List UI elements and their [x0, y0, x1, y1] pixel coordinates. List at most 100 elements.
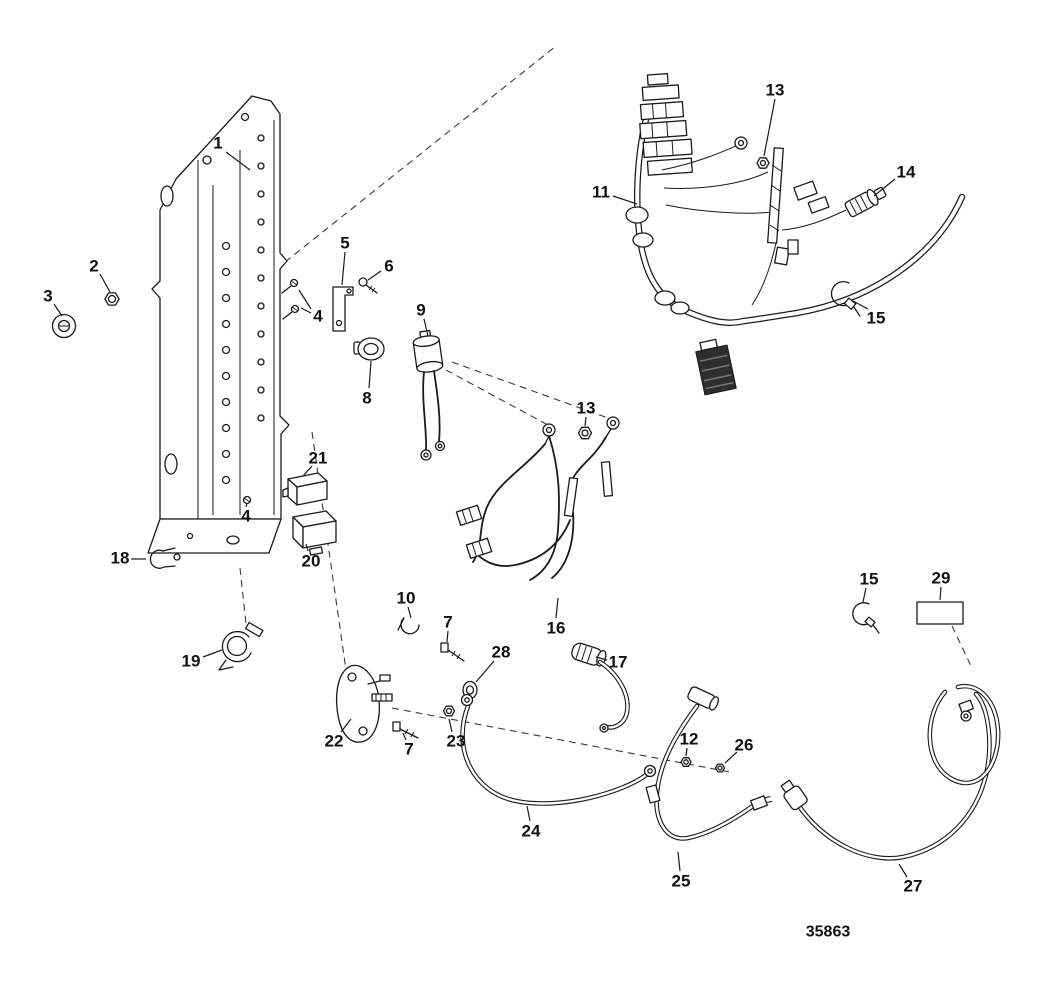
clip-part10 — [397, 617, 420, 635]
leader-line-14 — [873, 178, 896, 197]
leader-line-6 — [367, 270, 382, 281]
screw-part4-lower — [242, 495, 252, 505]
leader-line-1 — [225, 151, 251, 171]
plug-part14 — [844, 186, 887, 218]
callout-20: 20 — [302, 552, 321, 571]
leader-line-3 — [53, 303, 63, 317]
callout-2: 2 — [89, 257, 98, 276]
screw-part6 — [358, 277, 378, 294]
callout-10: 10 — [397, 589, 416, 608]
cable-part27 — [780, 683, 1001, 861]
leader-line-28 — [475, 660, 495, 683]
bolt-part7-lower — [392, 721, 419, 739]
leader-line-20 — [305, 543, 309, 552]
callout-29: 29 — [932, 569, 951, 588]
leader-line-15 — [862, 587, 867, 603]
leader-line-4 — [245, 502, 248, 508]
blank-label-part29 — [916, 601, 964, 625]
cable-part25 — [645, 686, 773, 841]
cable-part24 — [460, 693, 657, 806]
callout-6: 6 — [384, 257, 393, 276]
cable-tie-part15-lower — [852, 602, 880, 634]
leader-line-21 — [302, 465, 313, 477]
callout-14: 14 — [897, 163, 916, 182]
bracket-channel-holes — [221, 241, 231, 485]
leader-line-15 — [852, 300, 869, 310]
nut-part13-upper — [756, 157, 770, 169]
leader-line-10 — [407, 606, 412, 619]
callout-15: 15 — [867, 309, 886, 328]
figure-number: 35863 — [806, 924, 851, 941]
harness-main-connector — [695, 338, 737, 396]
leader-line-17 — [595, 656, 608, 661]
leader-line-7 — [446, 630, 449, 643]
callout-16: 16 — [547, 619, 566, 638]
callout-26: 26 — [735, 736, 754, 755]
solenoid-part9 — [412, 329, 446, 461]
callout-1: 1 — [213, 134, 222, 153]
leader-line-12 — [685, 747, 688, 757]
clamp-part18 — [149, 547, 181, 569]
callout-5: 5 — [340, 234, 349, 253]
clamp-part19 — [218, 621, 264, 671]
leader-line-2 — [99, 273, 111, 293]
callout-28: 28 — [492, 643, 511, 662]
nut-part13-lower — [577, 426, 593, 440]
callout-11: 11 — [592, 183, 610, 202]
leader-line-7 — [402, 732, 407, 741]
nut-part2 — [104, 292, 120, 306]
callout-3: 3 — [43, 287, 52, 306]
wiring-harness-part11 — [625, 73, 966, 396]
leader-line-4 — [298, 289, 312, 310]
battery-cables-part16 — [455, 416, 620, 581]
callout-4: 4 — [313, 307, 323, 326]
leader-line-11 — [612, 195, 638, 205]
nut-part12 — [680, 757, 692, 767]
leader-line-24 — [526, 805, 531, 822]
callout-4: 4 — [241, 507, 251, 526]
grommet-part8 — [353, 337, 385, 361]
leader-line-5 — [341, 251, 346, 286]
callout-25: 25 — [672, 872, 691, 891]
leader-line-13 — [763, 98, 776, 157]
callout-7: 7 — [404, 740, 413, 759]
leader-line-8 — [368, 360, 372, 389]
callout-18: 18 — [111, 549, 130, 568]
bolt-part7-upper — [440, 642, 465, 662]
callout-22: 22 — [325, 732, 344, 751]
callout-21: 21 — [309, 449, 328, 468]
callout-17: 17 — [609, 653, 628, 672]
leader-line-27 — [898, 863, 908, 878]
nut-part26 — [714, 763, 726, 773]
leader-line-23 — [448, 718, 453, 733]
callout-9: 9 — [416, 301, 425, 320]
callout-12: 12 — [680, 730, 699, 749]
callout-23: 23 — [447, 732, 466, 751]
relay-part20 — [292, 510, 337, 556]
clip-bracket-part5 — [332, 286, 354, 332]
callout-15: 15 — [860, 570, 879, 589]
callout-13: 13 — [766, 81, 785, 100]
callout-7: 7 — [443, 613, 452, 632]
nut-part23 — [442, 705, 456, 717]
leader-line-25 — [677, 851, 681, 872]
callout-8: 8 — [362, 389, 371, 408]
relay-part21 — [282, 472, 328, 506]
harness-connector-stack — [639, 73, 693, 176]
callout-13: 13 — [577, 399, 596, 418]
callout-27: 27 — [904, 877, 923, 896]
mounting-bracket-part1 — [147, 95, 290, 554]
leader-line-22 — [340, 718, 352, 733]
callout-24: 24 — [522, 822, 541, 841]
bracket-edge-holes — [257, 134, 265, 422]
leader-line-13 — [584, 416, 587, 427]
callout-19: 19 — [182, 652, 201, 671]
leader-line-29 — [939, 586, 942, 601]
leader-line-26 — [724, 751, 738, 764]
grommet-part3 — [51, 313, 77, 339]
connector-part17 — [571, 642, 630, 733]
leader-line-19 — [202, 649, 223, 658]
